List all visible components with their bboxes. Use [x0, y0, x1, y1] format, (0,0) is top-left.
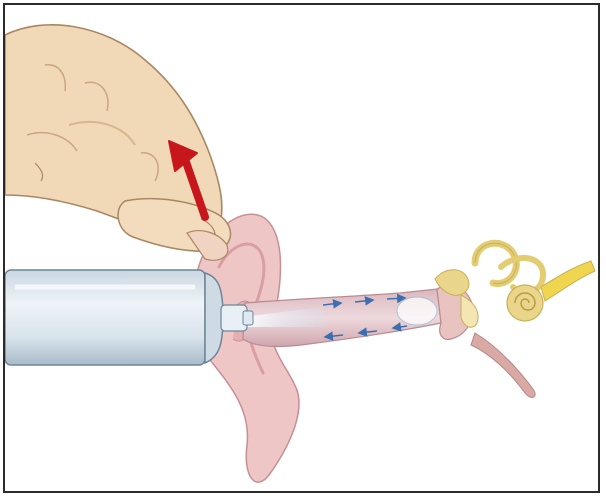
ear-irrigation-illustration — [5, 5, 598, 491]
illustration-frame — [3, 3, 600, 493]
hand — [5, 25, 230, 260]
flow-arrow — [387, 298, 405, 299]
syringe — [5, 270, 253, 365]
middle-inner-ear — [435, 243, 595, 397]
